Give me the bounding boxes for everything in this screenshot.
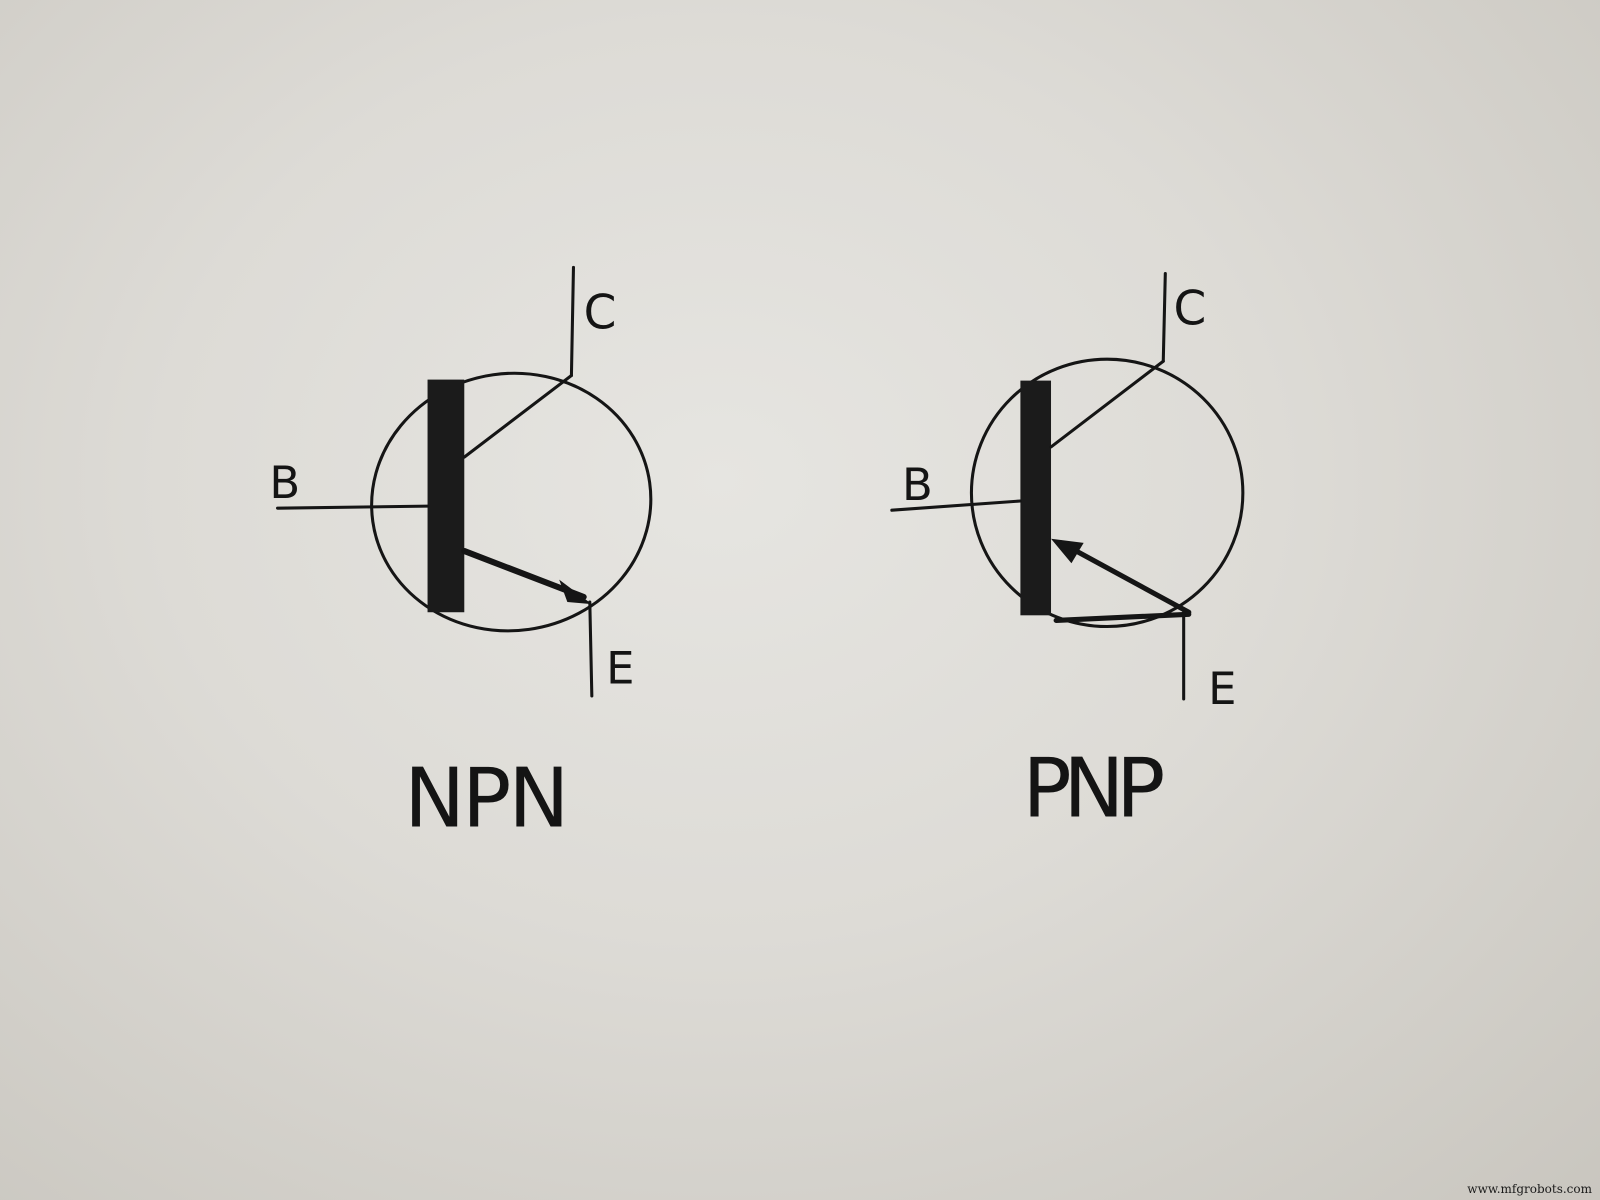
- npn-emitter-label: E: [606, 642, 634, 695]
- pnp-collector-lead: [1161, 271, 1167, 363]
- watermark: www.mfgrobots.com: [1467, 1182, 1592, 1196]
- npn-base-label: B: [269, 456, 300, 509]
- npn-emitter-arrow: [559, 579, 592, 605]
- npn-collector-label: C: [584, 286, 617, 341]
- npn-base-lead: [276, 504, 430, 510]
- pnp-emitter-return: [1053, 611, 1192, 623]
- pnp-base-label: B: [902, 458, 933, 511]
- pnp-base-lead: [890, 499, 1022, 512]
- npn-base-bar: [427, 379, 465, 613]
- pnp-collector-line: [1049, 359, 1165, 449]
- npn-type-label: NPN: [404, 752, 588, 847]
- pnp-emitter-label: E: [1208, 662, 1236, 715]
- npn-collector-line: [462, 373, 573, 459]
- pnp-collector-label: C: [1173, 281, 1206, 336]
- pnp-base-bar: [1020, 380, 1052, 616]
- npn-collector-lead: [569, 265, 575, 378]
- npn-symbol: B C E NPN: [269, 265, 653, 847]
- pnp-type-label: PNP: [1022, 741, 1165, 836]
- pnp-emitter-line: [1058, 540, 1192, 615]
- pnp-circle: [969, 357, 1245, 629]
- pnp-symbol: B C E PNP: [890, 271, 1245, 836]
- npn-emitter-lead: [588, 600, 594, 698]
- pnp-emitter-arrow: [1051, 538, 1084, 564]
- npn-circle: [370, 371, 653, 633]
